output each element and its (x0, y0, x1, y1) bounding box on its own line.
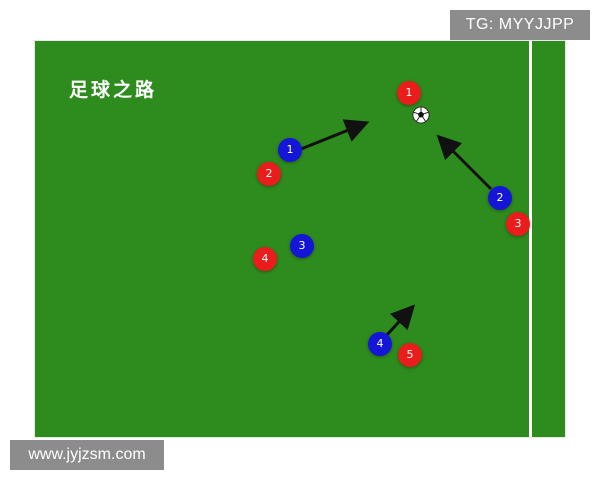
red-player-2: 2 (257, 162, 281, 186)
blue-player-4: 4 (368, 332, 392, 356)
blue-player-3: 3 (290, 234, 314, 258)
blue-player-1: 1 (278, 138, 302, 162)
red-player-5: 5 (398, 343, 422, 367)
soccer-pitch: 足球之路 1 2 3 4 5 1 2 3 4 (34, 40, 566, 438)
pitch-title: 足球之路 (69, 79, 158, 101)
movement-arrows (300, 119, 493, 339)
soccer-ball-icon (412, 106, 430, 124)
arrow-icon (383, 304, 416, 339)
red-player-1: 1 (397, 81, 421, 105)
blue-player-2: 2 (488, 186, 512, 210)
touchline (529, 41, 532, 437)
red-player-4: 4 (253, 247, 277, 271)
red-player-3: 3 (506, 212, 530, 236)
arrow-icon (300, 119, 370, 151)
watermark-top-right: TG: MYYJJPP (450, 10, 590, 40)
watermark-bottom-left: www.jyjzsm.com (10, 440, 164, 470)
arrow-icon (436, 134, 493, 191)
